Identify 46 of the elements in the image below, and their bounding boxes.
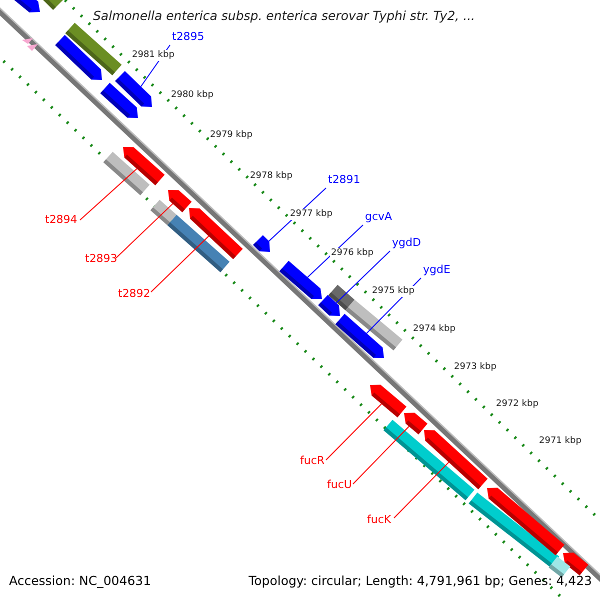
gene-block <box>346 300 402 350</box>
gene-label: t2892 <box>118 288 150 299</box>
gene-block <box>548 556 570 578</box>
gene-block <box>384 420 474 500</box>
gene-label: fucU <box>327 479 352 490</box>
scale-label: 2979 kbp <box>209 130 254 141</box>
leader-line <box>352 426 410 484</box>
gene-block <box>370 384 406 418</box>
gene-label: t2893 <box>85 253 118 264</box>
gene-block <box>279 260 322 299</box>
scale-label: 2972 kbp <box>495 399 540 410</box>
scale-label: 2975 kbp <box>371 286 416 297</box>
gene-label: t2895 <box>172 31 204 42</box>
gene-block <box>253 235 270 252</box>
gene-block <box>55 34 102 80</box>
scale-label: 2977 kbp <box>289 209 334 220</box>
gene-label: ygdD <box>392 237 421 248</box>
leader-line <box>150 236 210 292</box>
gene-label: fucK <box>367 514 392 525</box>
gene-label: ygdE <box>423 264 450 275</box>
gene-block <box>189 208 243 260</box>
gene-block <box>487 488 564 556</box>
scale-label: 2976 kbp <box>330 248 374 259</box>
scale-label: 2981 kbp <box>131 50 176 61</box>
accession-note: Accession: NC_004631 <box>9 575 152 588</box>
leader-line <box>116 203 174 258</box>
gene-block <box>168 190 192 212</box>
leader-line <box>326 403 382 460</box>
scale-label: 2978 kbp <box>249 171 294 182</box>
gene-block <box>404 412 428 434</box>
leader-line <box>336 250 390 304</box>
genome-summary: Topology: circular; Length: 4,791,961 bp; Genes: 4,423 <box>248 575 592 588</box>
scale-label: 2980 kbp <box>170 90 214 101</box>
leader-line <box>80 168 138 220</box>
gene-block <box>123 147 165 186</box>
gene-block <box>14 0 40 12</box>
gene-block <box>100 82 138 118</box>
gene-label: gcvA <box>365 211 392 222</box>
gene-label: t2891 <box>328 174 360 185</box>
leader-line <box>394 462 450 518</box>
gene-label: fucR <box>300 455 325 466</box>
scale-label: 2971 kbp <box>538 436 582 447</box>
scale-label: 2974 kbp <box>412 324 456 335</box>
title: Salmonella enterica subsp. enterica serovar Typhi str. Ty2, ... <box>93 10 476 22</box>
gene-label: t2894 <box>45 214 78 225</box>
scale-label: 2973 kbp <box>453 362 498 373</box>
